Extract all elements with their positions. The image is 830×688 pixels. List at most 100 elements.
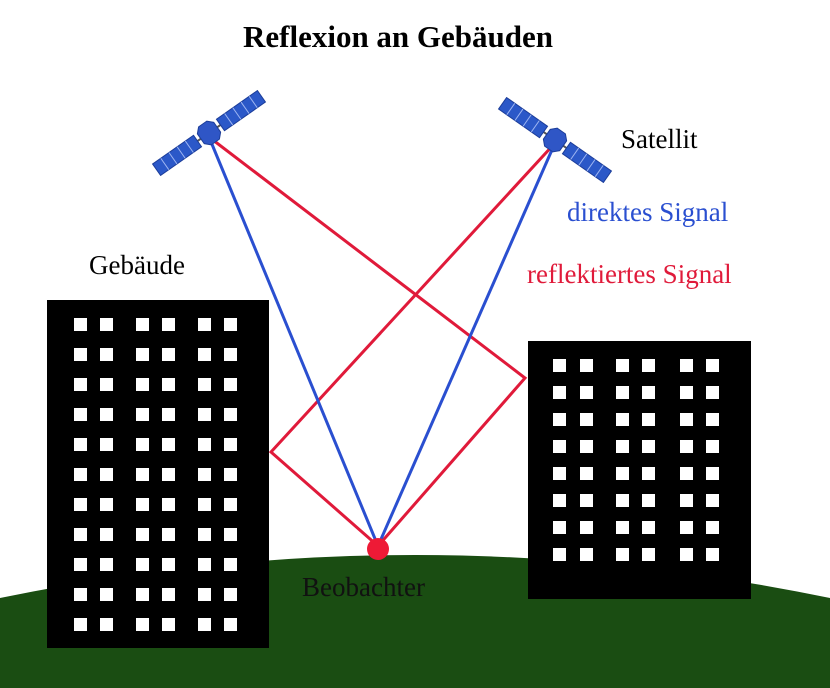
building-window — [680, 440, 693, 453]
building-window — [198, 558, 211, 571]
building-label: Gebäude — [89, 250, 185, 280]
building-window — [224, 318, 237, 331]
building-window — [100, 318, 113, 331]
diagram-title: Reflexion an Gebäuden — [243, 19, 553, 54]
building-window — [616, 413, 629, 426]
building-window — [580, 467, 593, 480]
building-window — [100, 558, 113, 571]
reflected-signal-path-right-satellite — [268, 141, 557, 548]
building-window — [198, 528, 211, 541]
reflected-signal-label: reflektiertes Signal — [527, 259, 732, 289]
building-window — [198, 378, 211, 391]
building-window — [580, 548, 593, 561]
building-window — [100, 528, 113, 541]
building-window — [74, 438, 87, 451]
building-window — [706, 413, 719, 426]
observer-label: Beobachter — [302, 572, 425, 602]
building-window — [642, 440, 655, 453]
building-window — [580, 440, 593, 453]
building-right-windows — [553, 359, 719, 561]
building-window — [136, 318, 149, 331]
building-window — [642, 494, 655, 507]
building-window — [198, 588, 211, 601]
building-window — [162, 588, 175, 601]
building-window — [553, 440, 566, 453]
building-window — [100, 468, 113, 481]
building-window — [706, 548, 719, 561]
building-right — [528, 341, 751, 599]
building-window — [580, 521, 593, 534]
building-window — [136, 558, 149, 571]
satellite-icon — [497, 96, 613, 184]
building-window — [198, 408, 211, 421]
building-window — [100, 588, 113, 601]
building-window — [74, 408, 87, 421]
building-window — [224, 528, 237, 541]
building-window — [162, 528, 175, 541]
building-window — [100, 438, 113, 451]
building-window — [136, 498, 149, 511]
building-window — [553, 521, 566, 534]
building-window — [74, 558, 87, 571]
building-window — [642, 548, 655, 561]
building-window — [198, 348, 211, 361]
building-window — [680, 521, 693, 534]
building-window — [74, 528, 87, 541]
building-window — [224, 438, 237, 451]
building-window — [162, 408, 175, 421]
building-window — [642, 386, 655, 399]
building-window — [224, 408, 237, 421]
building-window — [74, 498, 87, 511]
building-window — [136, 468, 149, 481]
building-window — [162, 468, 175, 481]
building-window — [642, 359, 655, 372]
building-window — [642, 521, 655, 534]
building-window — [162, 558, 175, 571]
satellite-label: Satellit — [621, 124, 698, 154]
building-window — [642, 413, 655, 426]
building-window — [162, 618, 175, 631]
building-window — [706, 467, 719, 480]
building-window — [162, 318, 175, 331]
building-window — [616, 494, 629, 507]
satellite-icon — [151, 89, 267, 177]
building-window — [162, 498, 175, 511]
building-window — [616, 440, 629, 453]
building-window — [74, 318, 87, 331]
building-window — [224, 468, 237, 481]
building-window — [580, 386, 593, 399]
building-window — [136, 438, 149, 451]
building-window — [616, 386, 629, 399]
building-window — [224, 348, 237, 361]
building-window — [706, 521, 719, 534]
building-window — [198, 468, 211, 481]
signal-paths — [207, 135, 557, 548]
building-window — [706, 494, 719, 507]
building-window — [198, 498, 211, 511]
reflected-signal-path-left-satellite — [208, 135, 528, 547]
building-window — [616, 467, 629, 480]
building-window — [100, 498, 113, 511]
observer-dot — [367, 538, 389, 560]
building-window — [224, 558, 237, 571]
building-window — [136, 588, 149, 601]
building-window — [224, 498, 237, 511]
building-window — [706, 359, 719, 372]
direct-signal-path-left-satellite — [207, 136, 380, 547]
building-window — [198, 438, 211, 451]
building-window — [580, 413, 593, 426]
building-window — [553, 548, 566, 561]
building-window — [224, 618, 237, 631]
building-window — [74, 468, 87, 481]
building-window — [136, 528, 149, 541]
building-window — [162, 378, 175, 391]
building-left — [47, 300, 269, 648]
building-window — [642, 467, 655, 480]
building-window — [706, 386, 719, 399]
direct-signal-label: direktes Signal — [567, 197, 728, 227]
building-window — [553, 413, 566, 426]
direct-signal-path-right-satellite — [376, 142, 557, 547]
building-window — [224, 378, 237, 391]
building-window — [136, 408, 149, 421]
building-window — [553, 386, 566, 399]
